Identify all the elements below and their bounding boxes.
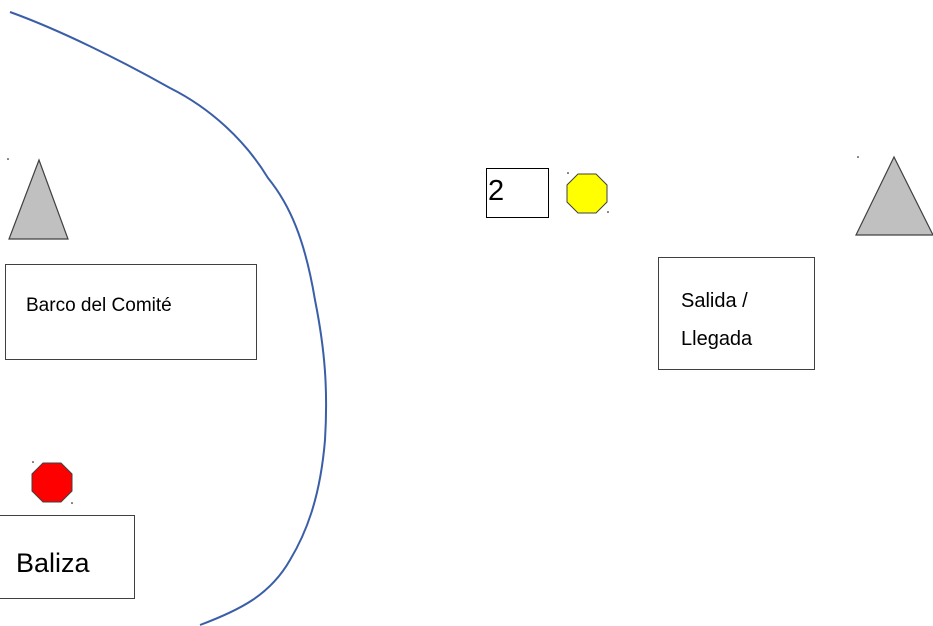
right-triangle-marker-icon (855, 155, 933, 236)
left-marker-dot (7, 158, 9, 160)
red-buoy-dot-br (71, 502, 73, 504)
start-finish-label-box: Salida / Llegada (658, 257, 815, 370)
yellow-buoy-dot-br (607, 211, 609, 213)
red-buoy-dot-tl (32, 461, 34, 463)
committee-boat-label: Barco del Comité (26, 295, 172, 316)
red-octagon-buoy-icon (31, 462, 73, 503)
yellow-octagon-buoy-icon (566, 173, 608, 214)
committee-boat-label-box: Barco del Comité (5, 264, 257, 360)
yellow-buoy-dot-tl (567, 172, 569, 174)
buoy-label-box: Baliza (0, 515, 135, 599)
mark-number-box: 2 (486, 168, 549, 218)
mark-number-label: 2 (488, 175, 505, 207)
start-finish-label-line1: Salida / (681, 290, 748, 312)
start-finish-label-line2: Llegada (681, 328, 753, 350)
right-marker-dot (857, 156, 859, 158)
buoy-label: Baliza (16, 548, 90, 578)
shoreline-curve (9, 11, 328, 626)
left-triangle-marker-icon (8, 158, 69, 240)
